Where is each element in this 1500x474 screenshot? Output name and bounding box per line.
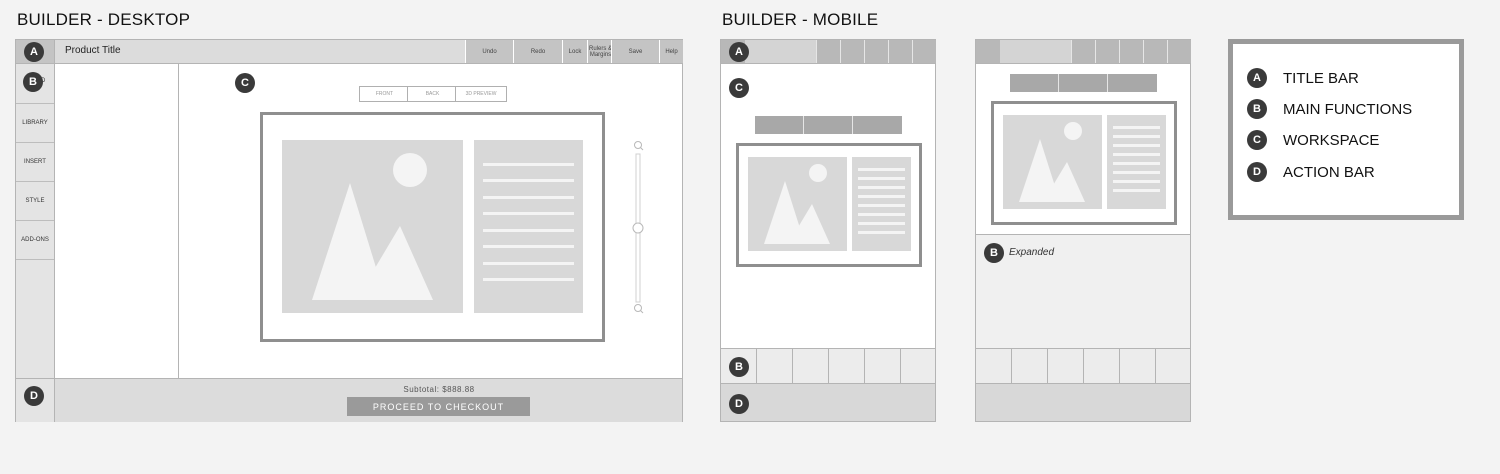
- legend-item-workspace: C WORKSPACE: [1247, 130, 1379, 150]
- sidebar-item-add-ons[interactable]: ADD-ONS: [16, 220, 54, 260]
- legend-label-title-bar: TITLE BAR: [1283, 69, 1359, 87]
- mobile-functions-bar[interactable]: B: [721, 348, 935, 384]
- undo-button[interactable]: Undo: [465, 40, 513, 63]
- mobile2-expanded-panel: B Expanded: [976, 234, 1190, 348]
- legend-badge-a: A: [1247, 68, 1267, 88]
- mobile-product-canvas: [736, 143, 922, 267]
- product-canvas: [260, 112, 605, 342]
- tab-back[interactable]: BACK: [407, 86, 458, 102]
- desktop-wireframe: A Product Title Undo Redo Lock Rulers & …: [15, 39, 683, 422]
- text-placeholder: [474, 140, 583, 313]
- mobile-view-tabs[interactable]: [755, 116, 902, 134]
- legend-box: A TITLE BAR B MAIN FUNCTIONS C WORKSPACE…: [1228, 39, 1464, 220]
- badge-a: A: [24, 42, 44, 62]
- mobile-text-placeholder: [852, 157, 911, 251]
- checkout-button[interactable]: PROCEED TO CHECKOUT: [347, 397, 530, 416]
- image-placeholder: [282, 140, 463, 313]
- legend-badge-d: D: [1247, 162, 1267, 182]
- mobile-badge-a: A: [729, 42, 749, 62]
- rulers-margins-button[interactable]: Rulers & Margins: [587, 40, 613, 63]
- legend-badge-b: B: [1247, 99, 1267, 119]
- mobile-image-placeholder: [748, 157, 847, 251]
- mobile-wireframe-default: A C B D: [720, 39, 936, 422]
- mountain-image-icon: [1019, 122, 1085, 202]
- mobile2-badge-b: B: [984, 243, 1004, 263]
- sidebar-item-library[interactable]: LIBRARY: [16, 103, 54, 143]
- mobile2-action-bar: [976, 384, 1190, 421]
- mobile-badge-d: D: [729, 394, 749, 414]
- sidebar-item-top[interactable]: D B: [16, 64, 54, 104]
- mobile-wireframe-expanded: B Expanded: [975, 39, 1191, 422]
- mobile2-functions-bar[interactable]: [976, 348, 1190, 384]
- desktop-title-bar: A Product Title Undo Redo Lock Rulers & …: [16, 40, 683, 64]
- tab-front[interactable]: FRONT: [359, 86, 410, 102]
- badge-d: D: [24, 386, 44, 406]
- legend-badge-c: C: [1247, 130, 1267, 150]
- help-button[interactable]: Help: [659, 40, 683, 63]
- desktop-action-bar: D Subtotal: $888.88 PROCEED TO CHECKOUT: [16, 378, 682, 422]
- legend-item-action-bar: D ACTION BAR: [1247, 162, 1375, 182]
- mobile2-view-tabs[interactable]: [1010, 74, 1157, 92]
- redo-button[interactable]: Redo: [513, 40, 562, 63]
- legend-item-title-bar: A TITLE BAR: [1247, 68, 1359, 88]
- legend-label-workspace: WORKSPACE: [1283, 131, 1380, 149]
- save-button[interactable]: Save: [611, 40, 659, 63]
- product-title: Product Title: [65, 45, 121, 56]
- sidebar-item-insert[interactable]: INSERT: [16, 142, 54, 182]
- desktop-workspace: C FRONT BACK 3D PREVIEW: [179, 64, 682, 378]
- mobile-title-bar: A: [721, 40, 936, 64]
- sidebar-item-style[interactable]: STYLE: [16, 181, 54, 221]
- tab-3d-preview[interactable]: 3D PREVIEW: [455, 86, 507, 102]
- desktop-sidebar: D B LIBRARY INSERT STYLE ADD-ONS: [16, 64, 55, 378]
- desktop-side-panel: [55, 64, 179, 378]
- legend-label-action-bar: ACTION BAR: [1283, 163, 1375, 181]
- subtotal: Subtotal: $888.88: [403, 385, 475, 394]
- mobile2-title-bar: [976, 40, 1191, 64]
- mobile2-product-canvas: [991, 101, 1177, 225]
- mobile-badge-b: B: [729, 357, 749, 377]
- badge-c: C: [235, 73, 255, 93]
- mobile-badge-c: C: [729, 78, 749, 98]
- lock-button[interactable]: Lock: [562, 40, 587, 63]
- zoom-slider[interactable]: [628, 138, 648, 318]
- badge-b: B: [23, 72, 43, 92]
- mountain-image-icon: [312, 153, 433, 300]
- desktop-heading: BUILDER - DESKTOP: [17, 10, 191, 29]
- expanded-label: Expanded: [1009, 247, 1055, 258]
- legend-label-main-functions: MAIN FUNCTIONS: [1283, 100, 1413, 118]
- sidebar-top-fragment: D: [41, 78, 46, 84]
- mountain-image-icon: [764, 164, 830, 244]
- mobile-action-bar: D: [721, 384, 935, 421]
- legend-item-main-functions: B MAIN FUNCTIONS: [1247, 99, 1412, 119]
- mobile-heading: BUILDER - MOBILE: [722, 10, 879, 29]
